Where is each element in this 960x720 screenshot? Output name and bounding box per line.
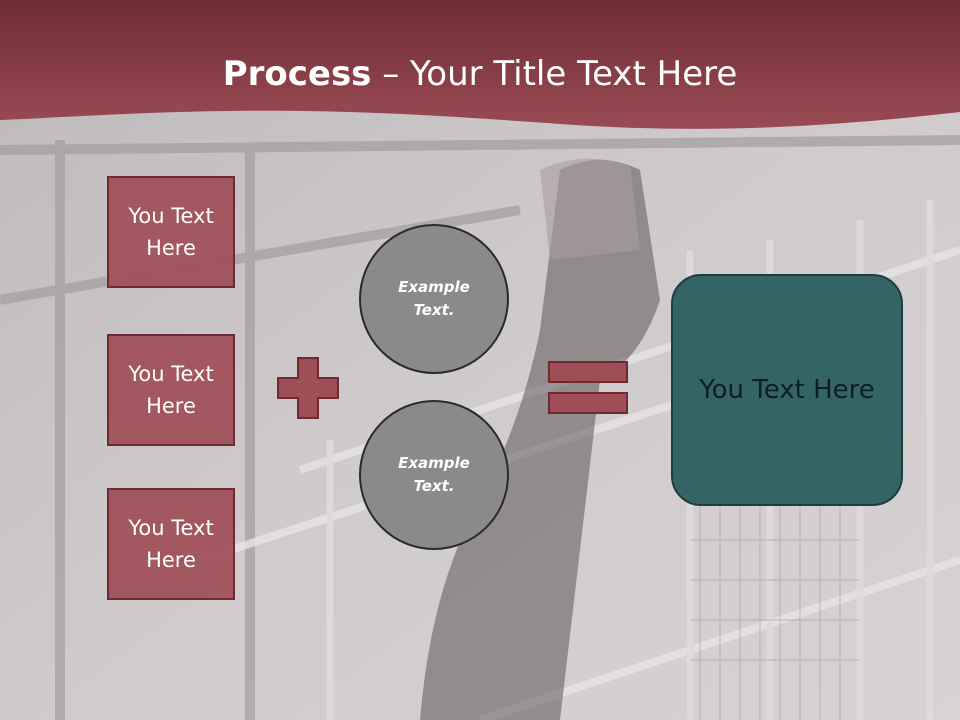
title-bold: Process (222, 54, 372, 94)
plus-icon (277, 357, 339, 419)
circle-label: Example Text. (398, 454, 470, 495)
result-box[interactable]: You Text Here (671, 274, 903, 506)
example-circle-2[interactable]: Example Text. (359, 400, 509, 550)
text-box-2[interactable]: You Text Here (107, 334, 235, 446)
title-banner: Process – Your Title Text Here (0, 0, 960, 140)
text-box-label: You Text Here (128, 362, 214, 418)
equals-icon (548, 361, 628, 414)
text-box-3[interactable]: You Text Here (107, 488, 235, 600)
example-circle-1[interactable]: Example Text. (359, 224, 509, 374)
slide-title: Process – Your Title Text Here (0, 50, 960, 98)
circle-label: Example Text. (398, 278, 470, 319)
result-label: You Text Here (699, 375, 875, 405)
title-rest: – Your Title Text Here (371, 54, 738, 94)
text-box-label: You Text Here (128, 204, 214, 260)
text-box-label: You Text Here (128, 516, 214, 572)
text-box-1[interactable]: You Text Here (107, 176, 235, 288)
